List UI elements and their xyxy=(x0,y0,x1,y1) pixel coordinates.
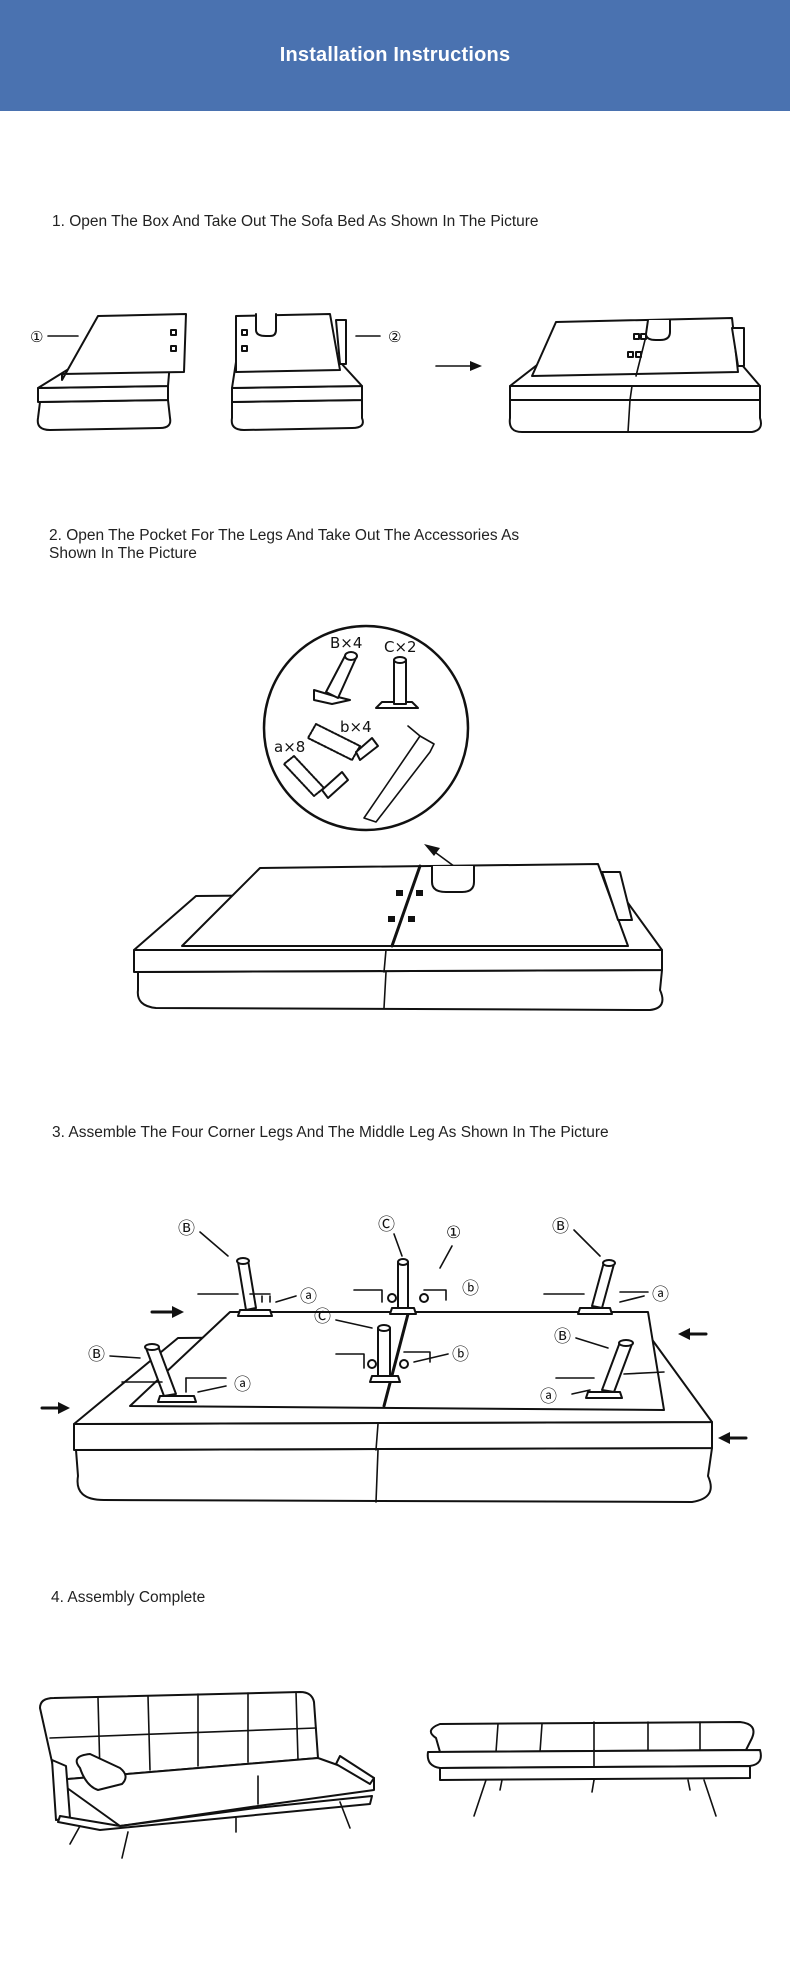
step-1-title: 1. Open The Box And Take Out The Sofa Be… xyxy=(52,213,539,230)
leg-c-top xyxy=(353,1258,447,1315)
sofa-complete-angled xyxy=(39,1691,375,1859)
label-b-lower-right: Ⓑ xyxy=(554,1327,571,1347)
sofa-half-2 xyxy=(230,313,364,431)
leg-b-icon xyxy=(313,651,358,705)
leg-b-top-left xyxy=(197,1257,297,1317)
step-2-title: 2. Open The Pocket For The Legs And Take… xyxy=(49,527,520,562)
screw-a-icon xyxy=(283,755,349,799)
step-2-illustration: B×4 C×2 b×4 a×8 xyxy=(133,624,664,1011)
label-a-lower-right: ⓐ xyxy=(540,1387,557,1407)
label-c-lower: Ⓒ xyxy=(314,1307,331,1327)
screw-a-count: a×8 xyxy=(274,738,305,756)
sofa-half-1 xyxy=(36,313,187,431)
sofa-combined xyxy=(508,317,762,433)
label-b-top-right: Ⓑ xyxy=(552,1217,569,1237)
step-4-illustration xyxy=(39,1691,762,1859)
screw-b-icon xyxy=(307,723,379,761)
step-3-title: 3. Assemble The Four Corner Legs And The… xyxy=(52,1124,609,1141)
sofa-open-pocket xyxy=(133,863,664,1011)
leg-c-icon xyxy=(375,656,419,709)
big-leg-count: B×4 xyxy=(330,634,362,652)
page-title: Installation Instructions xyxy=(279,44,511,66)
label-one: ① xyxy=(446,1223,461,1243)
center-leg-count: C×2 xyxy=(384,638,417,656)
leg-b-lower-right xyxy=(555,1339,665,1399)
label-a-top-right: ⓐ xyxy=(652,1285,669,1305)
step-1-illustration: ① ② xyxy=(30,313,762,433)
header-banner: Installation Instructions xyxy=(0,0,790,111)
label-b-mid-left: Ⓑ xyxy=(88,1345,105,1365)
part-2-label: ② xyxy=(388,328,401,346)
screw-b-count: b×4 xyxy=(340,718,372,736)
label-a-top-left: ⓐ xyxy=(300,1287,317,1307)
label-b-small-lower: ⓑ xyxy=(452,1345,469,1365)
sofa-complete-front xyxy=(426,1721,762,1817)
label-b-top-left: Ⓑ xyxy=(178,1219,195,1239)
label-a-mid-left: ⓐ xyxy=(234,1375,251,1395)
step-3-illustration: Ⓑ ⓐ Ⓒ ① ⓑ Ⓑ ⓐ Ⓑ ⓐ xyxy=(40,1215,748,1503)
leg-b-mid-left xyxy=(121,1343,227,1403)
leg-b-top-right xyxy=(543,1259,649,1315)
part-1-label: ① xyxy=(30,328,43,346)
label-c-top: Ⓒ xyxy=(378,1215,395,1235)
sofa-upside-down xyxy=(73,1311,713,1503)
label-b-small-top: ⓑ xyxy=(462,1279,479,1299)
step-4-title: 4. Assembly Complete xyxy=(51,1589,206,1606)
allen-key-icon xyxy=(363,725,435,823)
